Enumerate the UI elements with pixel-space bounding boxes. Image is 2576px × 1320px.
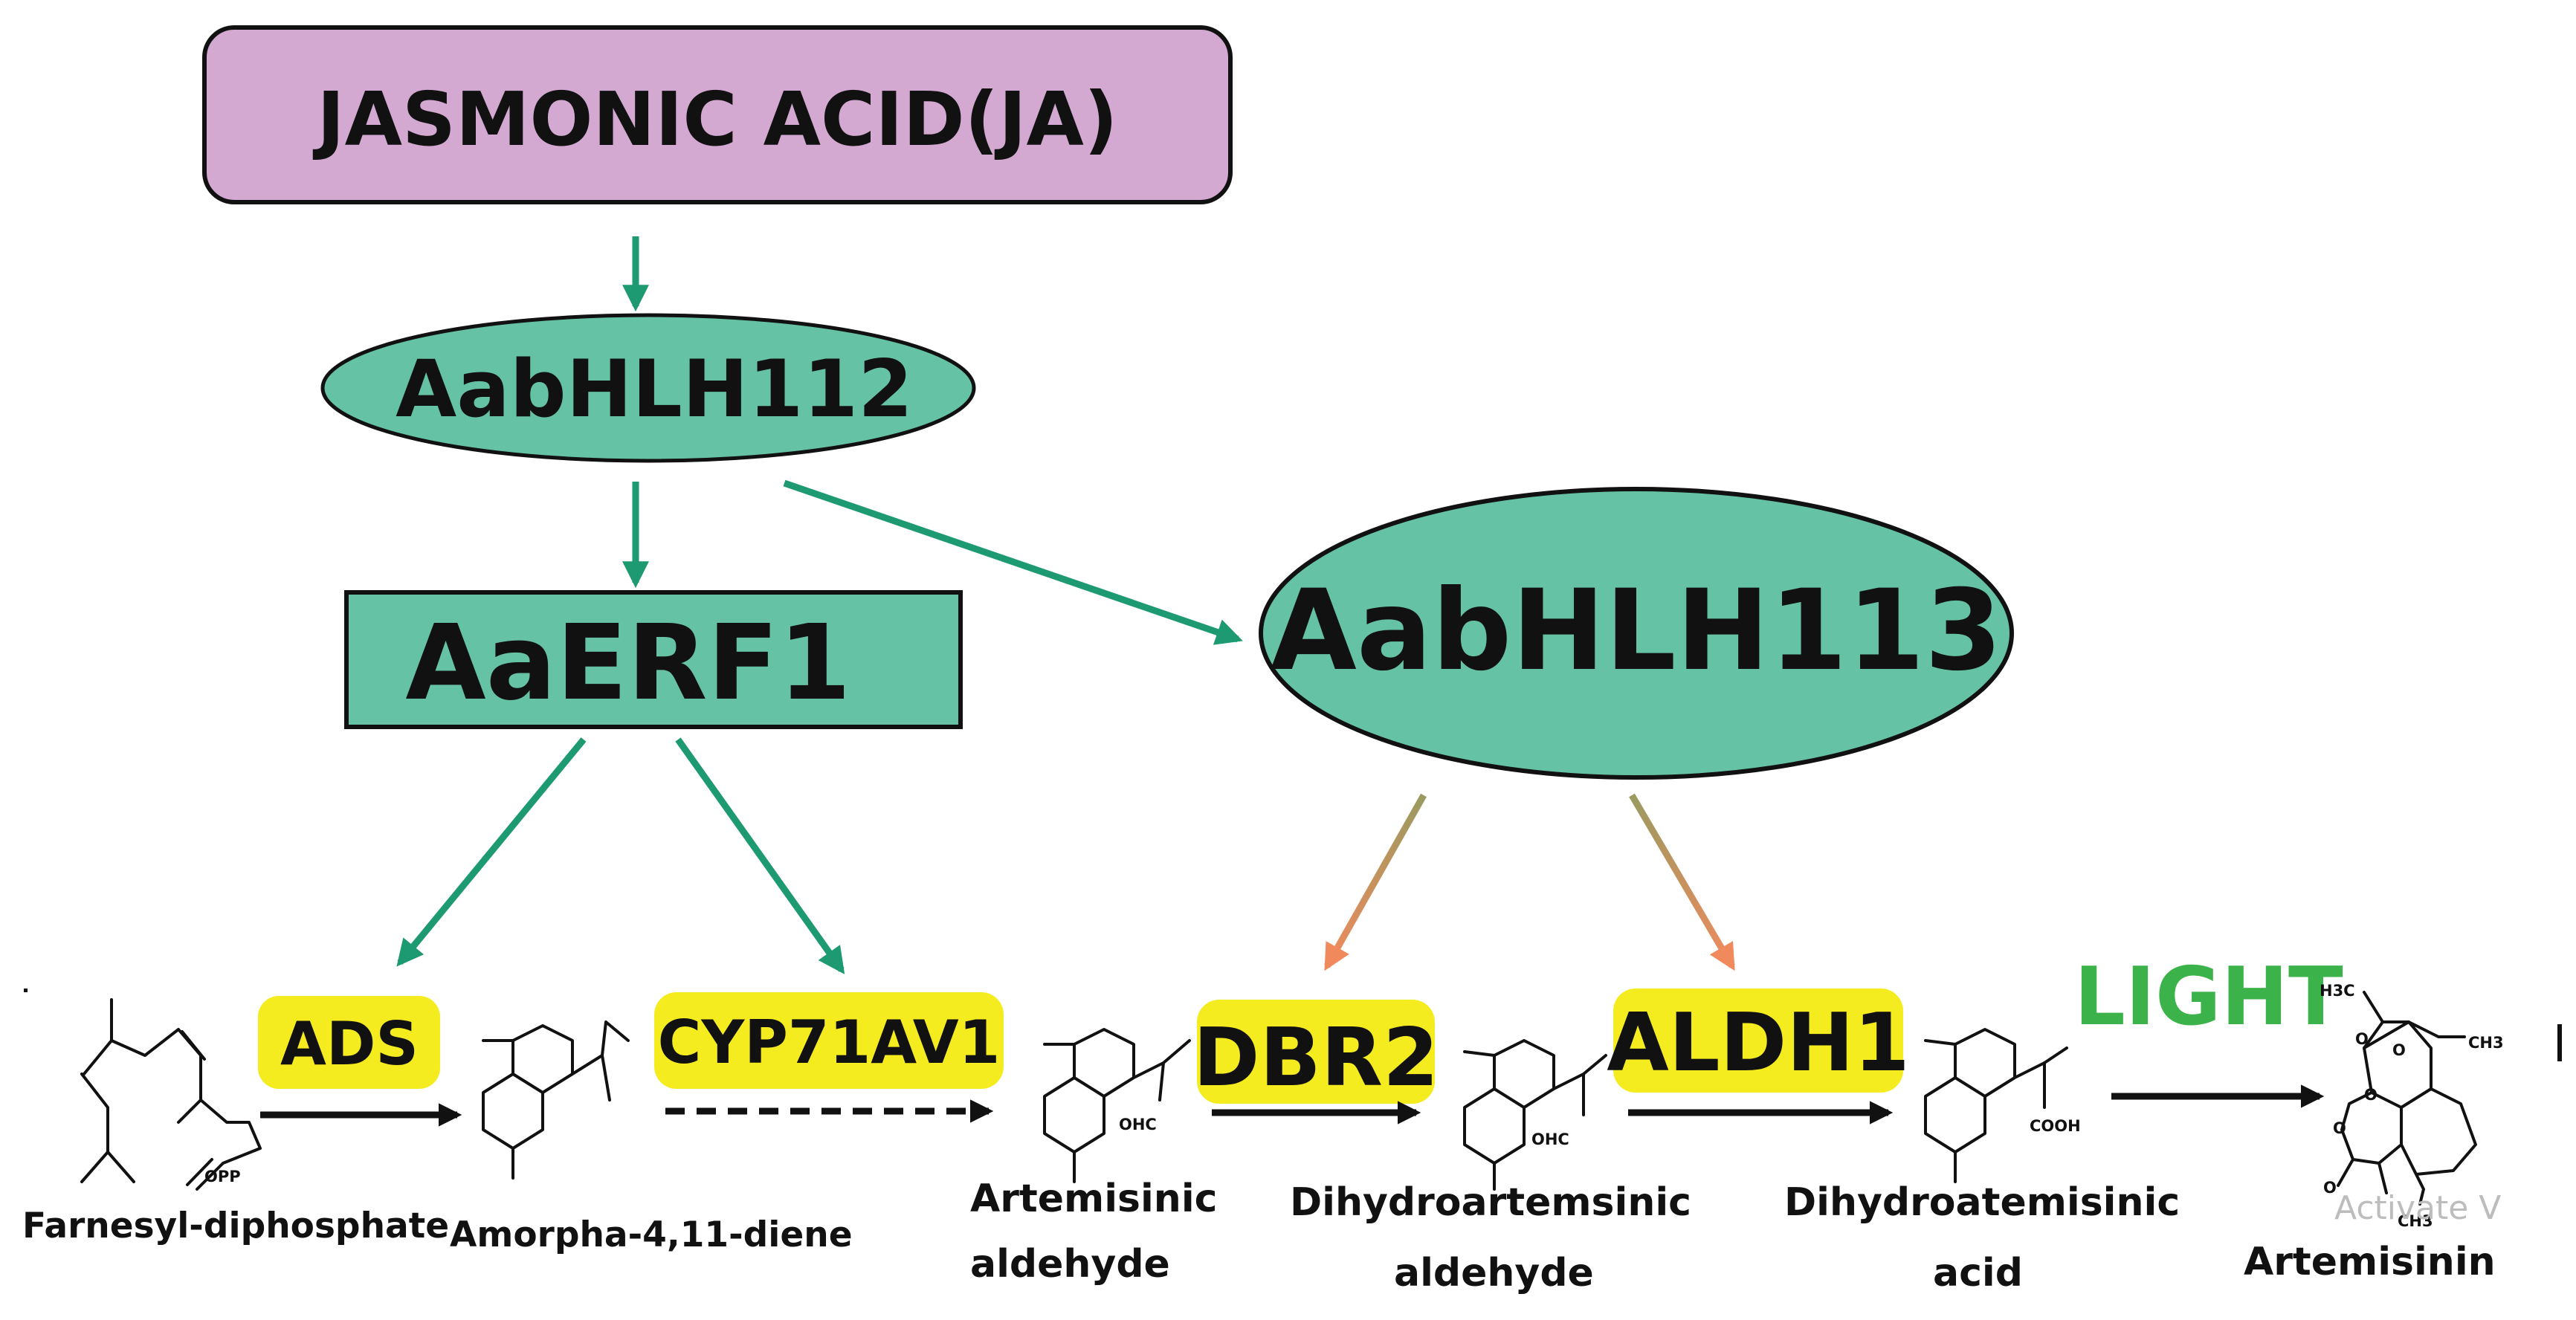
edge-mark-left	[24, 989, 28, 992]
dihydro-acid-name-2: acid	[1933, 1251, 2023, 1295]
structure-amorpha-diene	[482, 1020, 630, 1180]
edge-mark-right	[2557, 1024, 2562, 1061]
erf1-node: AaERF1	[344, 590, 963, 729]
o-atom-5: O	[2323, 1179, 2337, 1197]
o-atom-1: O	[2355, 1030, 2369, 1048]
opp-group: OPP	[204, 1168, 241, 1185]
enzyme-ads: ADS	[258, 996, 440, 1089]
art-ald-name-1: Artemisinic	[970, 1177, 1217, 1221]
ja-label: JASMONIC ACID(JA)	[312, 76, 1117, 163]
enzyme-dbr2: DBR2	[1193, 1000, 1439, 1104]
dihydro-ald-name-2: aldehyde	[1394, 1251, 1594, 1295]
o-atom-3: O	[2364, 1086, 2378, 1104]
arrow-erf1-to-cyp	[675, 737, 845, 974]
erf1-label: AaERF1	[405, 603, 850, 724]
ch3-group-a: CH3	[2468, 1034, 2504, 1052]
dihydro-acid-name-1: Dihydroatemisinic	[1784, 1180, 2180, 1225]
amorpha-name: Amorpha-4,11-diene	[450, 1214, 853, 1255]
bhlh113-label: AabHLH113	[1271, 566, 2002, 696]
arrow-bhlh113-to-dbr2	[1324, 793, 1427, 971]
bhlh113-node: AabHLH113	[1259, 487, 2014, 780]
ohc-group-1: OHC	[1119, 1116, 1157, 1133]
cooh-group: COOH	[2030, 1117, 2081, 1135]
enzyme-cyp71av1: CYP71AV1	[654, 992, 1004, 1089]
bhlh112-node: AabHLH112	[320, 313, 976, 463]
cyp71av1-label: CYP71AV1	[658, 1008, 1001, 1077]
aldh1-label: ALDH1	[1607, 997, 1910, 1090]
structure-dihydroartemisinic-aldehyde: OHC	[1463, 1039, 1607, 1191]
structure-dihydroartemisinic-acid: COOH	[1924, 1028, 2081, 1183]
fpp-name: Farnesyl-diphosphate	[22, 1206, 449, 1246]
artemisinin-name: Artemisinin	[2244, 1240, 2496, 1284]
light-label: LIGHT	[2074, 951, 2343, 1044]
art-ald-name-2: aldehyde	[970, 1242, 1170, 1287]
o-atom-2: O	[2392, 1041, 2406, 1059]
structure-artemisinic-aldehyde: OHC	[1043, 1028, 1191, 1183]
ohc-group-2: OHC	[1531, 1130, 1569, 1148]
enzyme-aldh1: ALDH1	[1607, 989, 1910, 1093]
bhlh112-label: AabHLH112	[396, 343, 913, 435]
dihydro-ald-name-1: Dihydroartemsinic	[1290, 1180, 1691, 1225]
ja-node: JASMONIC ACID(JA)	[202, 25, 1233, 204]
structure-artemisinin: H3C CH3 CH3 O O O O O	[2320, 982, 2504, 1230]
arrow-bhlh113-to-aldh1	[1629, 793, 1735, 971]
ch3-group-b: CH3	[2398, 1212, 2433, 1230]
structure-farnesyl-diphosphate: OPP	[80, 998, 262, 1191]
h3c-group: H3C	[2320, 982, 2355, 1000]
o-atom-4: O	[2333, 1119, 2346, 1137]
arrow-bhlh112-to-bhlh113	[783, 479, 1243, 645]
activate-watermark: Activate V	[2334, 1189, 2501, 1227]
ads-label: ADS	[280, 1009, 419, 1078]
arrow-erf1-to-ads	[396, 737, 587, 967]
dbr2-label: DBR2	[1193, 1012, 1439, 1104]
